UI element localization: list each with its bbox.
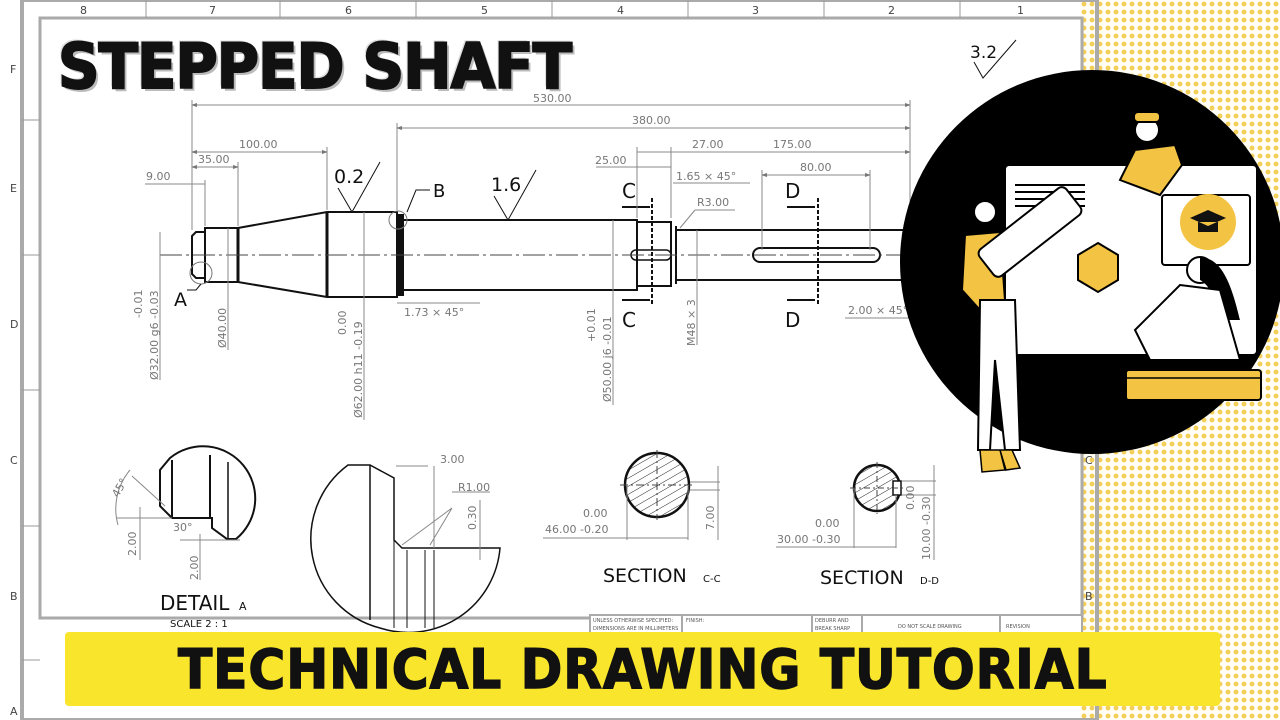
row-label: B — [1085, 590, 1093, 603]
detail-markers: A B C C D D — [174, 179, 800, 332]
dimension-text: 1.65 × 45° — [676, 170, 736, 183]
row-label: D — [10, 318, 18, 331]
section-dd-diameter: 30.00 -0.30 — [777, 533, 840, 546]
detail-a-view: 45° 30° 2.00 2.00 DETAIL A SCALE 2 : 1 — [109, 445, 257, 630]
detail-b-view: 3.00 R1.00 0.30 — [310, 453, 501, 634]
dimension-text: 80.00 — [800, 161, 832, 174]
column-label: 7 — [209, 4, 216, 17]
banner-text: TECHNICAL DRAWING TUTORIAL — [177, 637, 1108, 702]
detail-a-title: DETAIL — [160, 591, 230, 615]
section-cc-upper: 0.00 — [583, 507, 608, 520]
dimension-text: -0.01 — [132, 290, 145, 318]
section-cc-title: SECTION — [603, 565, 687, 587]
column-label: 1 — [1017, 4, 1024, 17]
section-cut-lines — [622, 198, 819, 305]
dimension-text: Ø62.00 h11 -0.19 — [352, 321, 365, 418]
detail-b-depth: 0.30 — [466, 506, 479, 531]
column-label: 3 — [752, 4, 759, 17]
dimension-text: Ø40.00 — [216, 308, 229, 348]
dimension-texts: 530.00 380.00 100.00 35.00 9.00 25.00 27… — [132, 92, 908, 418]
row-label: E — [10, 182, 17, 195]
row-label: B — [10, 590, 18, 603]
dimension-text: 1.73 × 45° — [404, 306, 464, 319]
dimension-text: 530.00 — [533, 92, 572, 105]
tutorial-banner: TECHNICAL DRAWING TUTORIAL — [65, 632, 1220, 706]
surface-finish-value: 3.2 — [970, 43, 997, 63]
dimension-text: 35.00 — [198, 153, 230, 166]
column-label: 6 — [345, 4, 352, 17]
section-dd-upper: 0.00 — [815, 517, 840, 530]
column-label: 4 — [617, 4, 624, 17]
detail-a-angle: 30° — [173, 521, 193, 534]
dimension-text: 175.00 — [773, 138, 812, 151]
row-label: A — [10, 705, 18, 718]
detail-b-width: 3.00 — [440, 453, 465, 466]
dimension-text: R3.00 — [697, 196, 729, 209]
section-dd-title: SECTION — [820, 567, 904, 589]
detail-a-angle: 45° — [109, 476, 130, 499]
title-block-finish: FINISH: — [686, 618, 704, 624]
dimension-text: 100.00 — [239, 138, 278, 151]
title-block-deburr: DEBURR AND — [815, 618, 849, 624]
dimension-text: Ø32.00 g6 -0.03 — [148, 290, 161, 380]
detail-b-radius: R1.00 — [458, 481, 490, 494]
column-label: 2 — [888, 4, 895, 17]
dimension-text: M48 × 3 — [685, 299, 698, 346]
row-label: C — [1085, 454, 1093, 467]
surface-finish-symbols: 0.2 1.6 3.2 — [334, 39, 1017, 222]
section-letter-c: C — [622, 308, 636, 332]
title-block-units: DIMENSIONS ARE IN MILLIMETERS — [593, 626, 678, 632]
section-cc-letter: C-C — [703, 574, 721, 585]
row-label: C — [10, 454, 18, 467]
laptop-illustration — [1125, 369, 1262, 401]
surface-finish-value: 0.2 — [334, 166, 364, 188]
surface-finish-value: 1.6 — [491, 174, 521, 196]
section-dd-letter: D-D — [920, 576, 939, 587]
dimension-text: 9.00 — [146, 170, 171, 183]
dimension-text: 2.00 × 45° — [848, 304, 908, 317]
title-block-break-sharp: BREAK SHARP — [815, 626, 850, 632]
section-dd-key-upper: 0.00 — [904, 486, 917, 511]
section-letter-c: C — [622, 179, 636, 203]
column-label: 5 — [481, 4, 488, 17]
hexagon-icon — [1077, 241, 1119, 294]
detail-a-length: 2.00 — [126, 532, 139, 557]
column-label: 8 — [80, 4, 87, 17]
title-block-tolerance: UNLESS OTHERWISE SPECIFIED: — [593, 618, 673, 624]
section-dd-view: 0.00 30.00 -0.30 0.00 10.00 -0.30 SECTIO… — [776, 462, 939, 589]
title-block-revision: REVISION — [1006, 624, 1030, 630]
section-letter-d: D — [785, 179, 800, 203]
row-label: F — [10, 63, 16, 76]
dimension-text: 380.00 — [632, 114, 671, 127]
dimension-lines — [145, 100, 911, 420]
detail-letter-b: B — [433, 181, 445, 202]
section-cc-view: 0.00 46.00 -0.20 7.00 SECTION C-C — [543, 450, 721, 587]
team-illustration — [900, 70, 1280, 473]
detail-letter-a: A — [174, 289, 187, 311]
detail-a-length: 2.00 — [188, 556, 201, 581]
page-title: STEPPED SHAFT — [57, 29, 573, 104]
detail-a-scale: SCALE 2 : 1 — [170, 619, 228, 630]
row-labels: F E D C B A C B — [10, 63, 1093, 718]
section-cc-flat: 7.00 — [704, 506, 717, 531]
dimension-text: +0.01 — [585, 308, 598, 342]
title-block-do-not-scale: DO NOT SCALE DRAWING — [898, 624, 962, 630]
dimension-text: 25.00 — [595, 154, 627, 167]
section-cc-diameter: 46.00 -0.20 — [545, 523, 608, 536]
detail-a-letter: A — [239, 600, 247, 613]
column-labels: 8 7 6 5 4 3 2 1 — [80, 4, 1024, 17]
section-letter-d: D — [785, 308, 800, 332]
section-dd-key: 10.00 -0.30 — [920, 497, 933, 560]
dimension-text: 0.00 — [336, 311, 349, 336]
dimension-text: Ø50.00 j6 -0.01 — [601, 316, 614, 402]
dimension-text: 27.00 — [692, 138, 724, 151]
